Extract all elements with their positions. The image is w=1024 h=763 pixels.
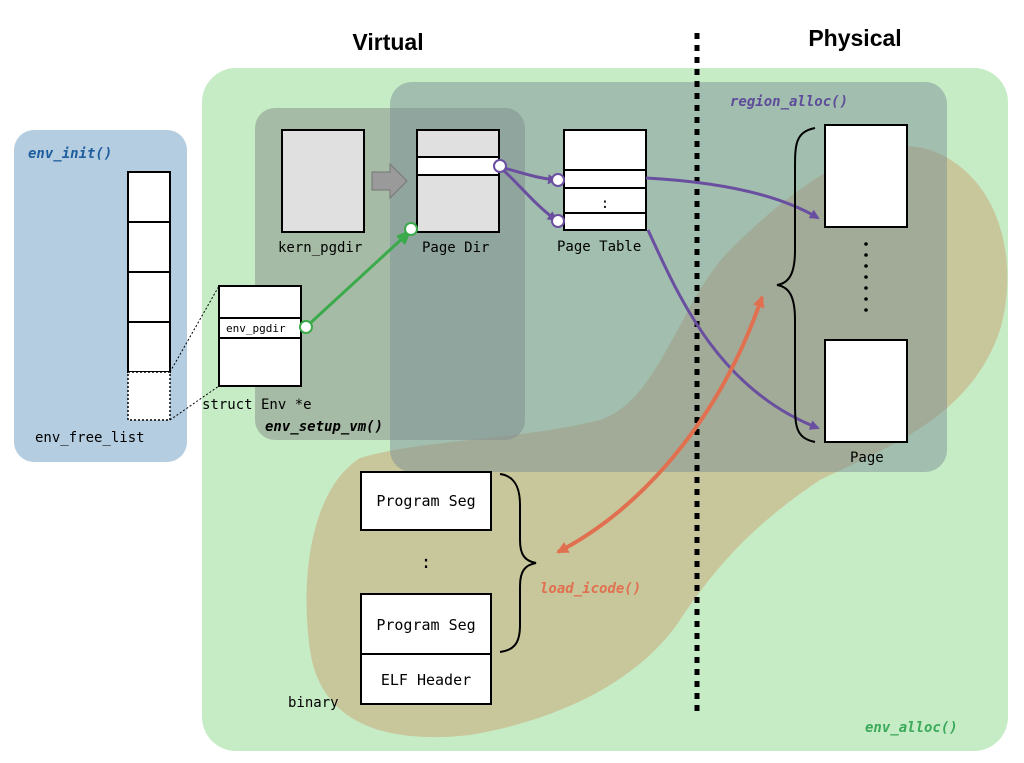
page-dir-entry-pointer xyxy=(493,159,507,173)
free-slot-connector-top xyxy=(169,285,220,373)
env-pgdir-field: env_pgdir xyxy=(226,322,286,335)
elf-header-label: ELF Header xyxy=(381,671,471,689)
virtual-heading: Virtual xyxy=(352,29,423,55)
binary-label: binary xyxy=(288,695,339,711)
physical-page-bottom xyxy=(824,339,908,443)
struct-env-box xyxy=(218,285,302,387)
physical-heading: Physical xyxy=(808,25,901,51)
env-setup-vm-label: env_setup_vm() xyxy=(265,419,383,435)
env-free-list-stack xyxy=(127,171,171,421)
physical-pages-brace xyxy=(776,127,816,443)
page-table-box xyxy=(563,129,647,231)
page-table-label: Page Table xyxy=(557,239,641,255)
load-icode-label: load_icode() xyxy=(540,581,641,597)
page-dir-pointer-target xyxy=(404,222,418,236)
env-alloc-label: env_alloc() xyxy=(865,720,958,736)
load-icode-arrow xyxy=(556,295,765,554)
physical-page-dots xyxy=(864,242,868,312)
page-dir-box xyxy=(416,129,500,233)
page-table-dots: : xyxy=(601,196,609,212)
program-seg-top-box xyxy=(360,471,492,531)
pte-to-page-arrow-top xyxy=(645,176,820,220)
env-free-list-label: env_free_list xyxy=(35,430,145,446)
pgdir-to-pte-arrow-2 xyxy=(498,165,558,222)
copy-arrow-icon xyxy=(371,162,408,200)
env-init-label: env_init() xyxy=(28,146,112,162)
elf-header-box xyxy=(360,653,492,705)
kern-pgdir-label: kern_pgdir xyxy=(278,240,362,256)
physical-page-top xyxy=(824,124,908,228)
program-seg-top-label: Program Seg xyxy=(376,492,475,510)
program-seg-dots: : xyxy=(421,552,432,573)
program-seg-brace xyxy=(499,473,537,653)
struct-env-label: struct Env *e xyxy=(202,397,312,413)
page-dir-label: Page Dir xyxy=(422,240,489,256)
region-alloc-label: region_alloc() xyxy=(730,94,848,110)
program-seg-bottom-label: Program Seg xyxy=(376,616,475,634)
page-table-entry-pointer-2 xyxy=(551,214,565,228)
kern-pgdir-box xyxy=(281,129,365,233)
env-pgdir-pointer-arrow xyxy=(304,234,407,329)
env-pgdir-pointer-origin xyxy=(299,320,313,334)
program-seg-bottom-box xyxy=(360,593,492,655)
free-slot-connector-bottom xyxy=(169,385,220,421)
page-table-entry-pointer-1 xyxy=(551,173,565,187)
page-label: Page xyxy=(850,450,884,466)
